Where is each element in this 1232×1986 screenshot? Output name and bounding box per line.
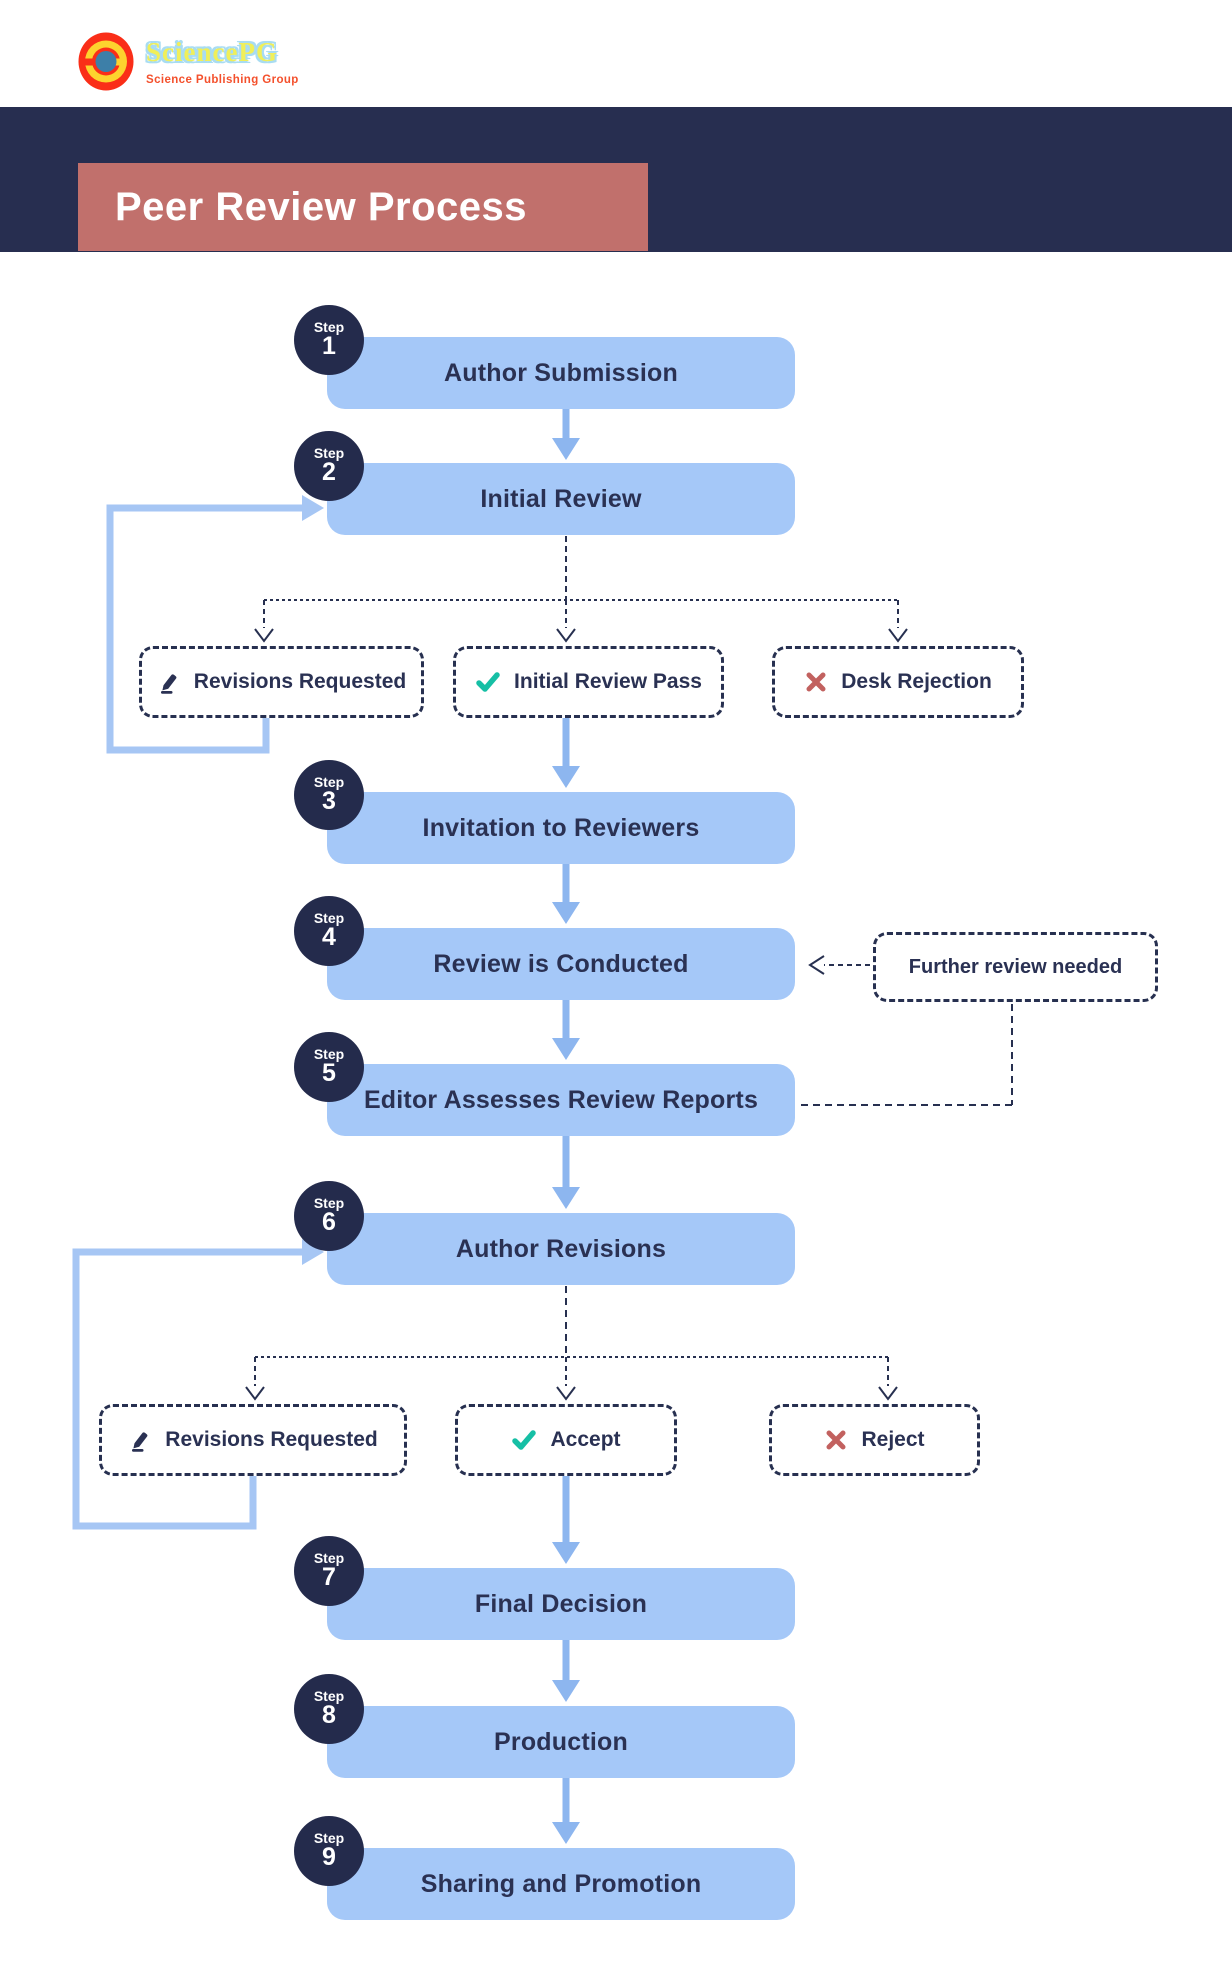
pencil-icon (157, 670, 181, 694)
step-badge-number: 5 (322, 1059, 336, 1088)
step-badge-9: Step 9 (294, 1816, 364, 1886)
step-badge-prefix: Step (313, 1688, 345, 1705)
step-box-final-decision: Final Decision (327, 1568, 795, 1640)
x-icon (824, 1428, 848, 1452)
step-box-label: Author Submission (444, 358, 678, 387)
step-box-production: Production (327, 1706, 795, 1778)
further-review-connectors (797, 955, 1013, 1106)
pencil-icon (128, 1428, 152, 1452)
dashed-arrowhead-left (808, 955, 825, 975)
branch-initial-review-pass: Initial Review Pass (453, 646, 724, 718)
dashed-arrowhead (556, 1386, 576, 1401)
feedback-loops (72, 495, 324, 1530)
step-badge-number: 8 (322, 1701, 336, 1730)
step-badge-prefix: Step (313, 774, 345, 791)
step-badge-4: Step 4 (294, 896, 364, 966)
branch-label: Revisions Requested (193, 670, 407, 693)
dashed-arrowhead (254, 628, 274, 643)
arrow-accept-to-step7 (552, 1476, 580, 1564)
brand-name: SciencePG (146, 37, 278, 67)
step-badge-number: 2 (322, 458, 336, 487)
step-badge-number: 7 (322, 1563, 336, 1592)
brand-tagline: Science Publishing Group (146, 74, 299, 86)
title-box: Peer Review Process (78, 163, 648, 251)
step-box-label: Review is Conducted (433, 949, 689, 978)
dashed-arrowhead (556, 628, 576, 643)
step-badge-prefix: Step (313, 445, 345, 462)
loop-revisions-to-initial-review (106, 495, 324, 754)
arrow-pass-to-step3 (552, 717, 580, 788)
arrow-step1-to-step2 (552, 408, 580, 460)
header: SciencePG Science Publishing Group (0, 0, 1232, 107)
branch-revisions-requested-initial: Revisions Requested (139, 646, 424, 718)
branch-label: Desk Rejection (841, 670, 992, 693)
step-badge-number: 6 (322, 1208, 336, 1237)
title-band: Peer Review Process (0, 107, 1232, 252)
branch-label: Revisions Requested (165, 1428, 378, 1451)
loop-revisions-to-author-revisions (72, 1239, 324, 1530)
step-box-label: Initial Review (480, 484, 642, 513)
step-box-label: Final Decision (474, 1589, 648, 1618)
step-box-label: Author Revisions (455, 1234, 667, 1263)
step-badge-6: Step 6 (294, 1181, 364, 1251)
page-title: Peer Review Process (115, 184, 527, 229)
arrow-step8-to-step9 (552, 1778, 580, 1844)
side-note-label: Further review needed (908, 955, 1123, 978)
step-badge-prefix: Step (313, 1830, 345, 1847)
brand-text: SciencePG Science Publishing Group (146, 37, 299, 86)
step-box-author-revisions: Author Revisions (327, 1213, 795, 1285)
dashed-arrowhead (878, 1386, 898, 1401)
branch-connectors-initial-review (254, 536, 908, 643)
step-box-label: Editor Assesses Review Reports (363, 1085, 759, 1114)
step-badge-8: Step 8 (294, 1674, 364, 1744)
check-icon (475, 669, 501, 695)
step-badge-prefix: Step (313, 1550, 345, 1567)
arrow-step3-to-step4 (552, 864, 580, 924)
branch-connectors-author-revisions (245, 1286, 898, 1401)
check-icon (511, 1427, 537, 1453)
branch-reject: Reject (769, 1404, 980, 1476)
step-badge-prefix: Step (313, 319, 345, 336)
step-badge-number: 9 (322, 1843, 336, 1872)
step-box-initial-review: Initial Review (327, 463, 795, 535)
sciencepg-logo-icon (78, 32, 134, 91)
step-badge-prefix: Step (313, 1195, 345, 1212)
step-badge-number: 1 (322, 332, 336, 361)
step-badge-2: Step 2 (294, 431, 364, 501)
step-box-review-is-conducted: Review is Conducted (327, 928, 795, 1000)
step-box-sharing-and-promotion: Sharing and Promotion (327, 1848, 795, 1920)
branch-label: Reject (861, 1428, 925, 1451)
step-badge-prefix: Step (313, 910, 345, 927)
step-box-label: Sharing and Promotion (420, 1869, 702, 1898)
step-badge-number: 4 (322, 923, 336, 952)
step-box-author-submission: Author Submission (327, 337, 795, 409)
dashed-arrowhead (888, 628, 908, 643)
arrow-step4-to-step5 (552, 1000, 580, 1060)
branch-revisions-requested-final: Revisions Requested (99, 1404, 407, 1476)
dashed-arrowhead (245, 1386, 265, 1401)
branch-label: Initial Review Pass (514, 670, 702, 693)
step-badge-number: 3 (322, 787, 336, 816)
branch-desk-rejection: Desk Rejection (772, 646, 1024, 718)
step-box-editor-assesses-review-reports: Editor Assesses Review Reports (327, 1064, 795, 1136)
brand-logo: SciencePG Science Publishing Group (78, 32, 299, 91)
x-icon (804, 670, 828, 694)
step-arrows (552, 408, 580, 1844)
step-box-label: Invitation to Reviewers (422, 813, 700, 842)
further-review-needed-box: Further review needed (873, 932, 1158, 1002)
branch-accept: Accept (455, 1404, 677, 1476)
arrow-step5-to-step6 (552, 1136, 580, 1209)
step-badge-7: Step 7 (294, 1536, 364, 1606)
step-badge-3: Step 3 (294, 760, 364, 830)
step-box-label: Production (494, 1727, 628, 1756)
arrow-step7-to-step8 (552, 1640, 580, 1702)
step-badge-prefix: Step (313, 1046, 345, 1063)
step-badge-5: Step 5 (294, 1032, 364, 1102)
step-badge-1: Step 1 (294, 305, 364, 375)
branch-label: Accept (550, 1428, 621, 1451)
step-box-invitation-to-reviewers: Invitation to Reviewers (327, 792, 795, 864)
